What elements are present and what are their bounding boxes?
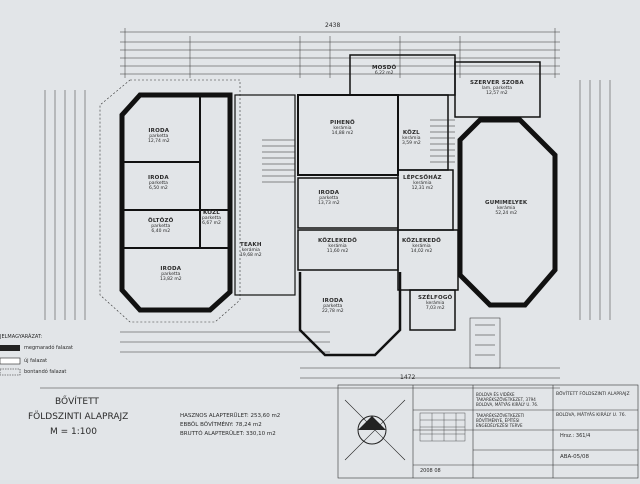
room-label: SZERVER SZOBA lam. parketta 12,57 m2: [470, 80, 524, 96]
room-label: PIHENŐ kerámia 14,88 m2: [330, 120, 355, 136]
left-dimension-lines: [44, 90, 86, 320]
title-block-ref: ABA-05/08: [560, 454, 590, 460]
room-label: IRODA parketta 13,73 m2: [318, 190, 340, 206]
room-label: GUMIMELYEK kerámia 52,24 m2: [485, 200, 528, 216]
left-wing-walls: [99, 79, 241, 323]
area-extension: EBBŐL BŐVÍTMÉNY: 78,24 m2: [180, 422, 262, 428]
room-label: IRODA parketta 13,82 m2: [160, 266, 182, 282]
stairs: [262, 119, 455, 183]
drawing-title-line2: FÖLDSZINTI ALAPRAJZ: [28, 412, 129, 422]
room-label: IRODA parketta 6,50 m2: [148, 175, 169, 191]
title-block-drawing-name: BŐVÍTETT FÖLDSZINTI ALAPRAJZ: [556, 392, 630, 397]
right-dimension-lines: [579, 80, 611, 320]
central-walls: [234, 54, 541, 357]
drawing-title-line1: BŐVÍTETT: [55, 397, 99, 407]
room-label: IRODA parketta 22,78 m2: [322, 298, 344, 314]
legend-item: megmaradó falazat: [24, 345, 73, 351]
room-label: KÖZL kerámia 3,59 m2: [402, 130, 421, 146]
entrance-ramp: [469, 317, 501, 369]
area-gross: BRUTTÓ ALAPTERÜLET: 330,10 m2: [180, 431, 276, 437]
room-label: MOSDÓ 6,22 m2: [372, 65, 397, 76]
title-block-address: BOLDVA, MÁTYÁS KIRÁLY U. 76.: [556, 413, 626, 418]
legend-title: JELMAGYARÁZAT:: [0, 334, 43, 340]
right-wing-walls: [457, 117, 558, 308]
hatched-stamp: [419, 412, 466, 442]
title-block-client: BOLDVA ÉS VIDÉKE TAKARÉKSZÖVETKEZET, 379…: [476, 392, 539, 407]
top-dimension-lines: [120, 28, 560, 78]
compass-logo: [344, 399, 406, 461]
title-block-hrsz: Hrsz.: 361/4: [560, 433, 591, 439]
room-label: SZÉLFOGÓ kerámia 7,03 m2: [418, 295, 453, 311]
bottom-dimension-label: 1472: [400, 374, 416, 381]
title-block-grid: [337, 384, 639, 479]
room-label: IRODA parketta 12,74 m2: [148, 128, 170, 144]
room-label: KÖZLEKEDŐ kerámia 11,60 m2: [318, 238, 358, 254]
bottom-dimension-lines: [40, 331, 560, 389]
legend-item: új falazat: [24, 358, 48, 364]
room-label: ÖLTÖZŐ parketta 6,40 m2: [148, 218, 174, 234]
room-label: TEAKH kerámia 19,68 m2: [240, 242, 262, 258]
title-block-date: 2008 08: [420, 468, 441, 474]
drawing-scale: M = 1:100: [50, 427, 97, 437]
legend-swatches: [0, 345, 21, 376]
title-block-project: TAKARÉKSZÖVETKEZETI BŐVÍTMÉNYE, ÉPÍTÉSI …: [476, 413, 525, 428]
room-label: LÉPCSŐHÁZ kerámia 12,31 m2: [403, 175, 442, 191]
legend-item: bontandó falazat: [24, 369, 67, 375]
top-dimension-label: 2438: [325, 22, 341, 29]
room-label: KÖZL parketta 6,67 m2: [202, 210, 221, 226]
area-useful: HASZNOS ALAPTERÜLET: 253,60 m2: [180, 413, 281, 419]
room-label: KÖZLEKEDŐ kerámia 14,02 m2: [402, 238, 442, 254]
